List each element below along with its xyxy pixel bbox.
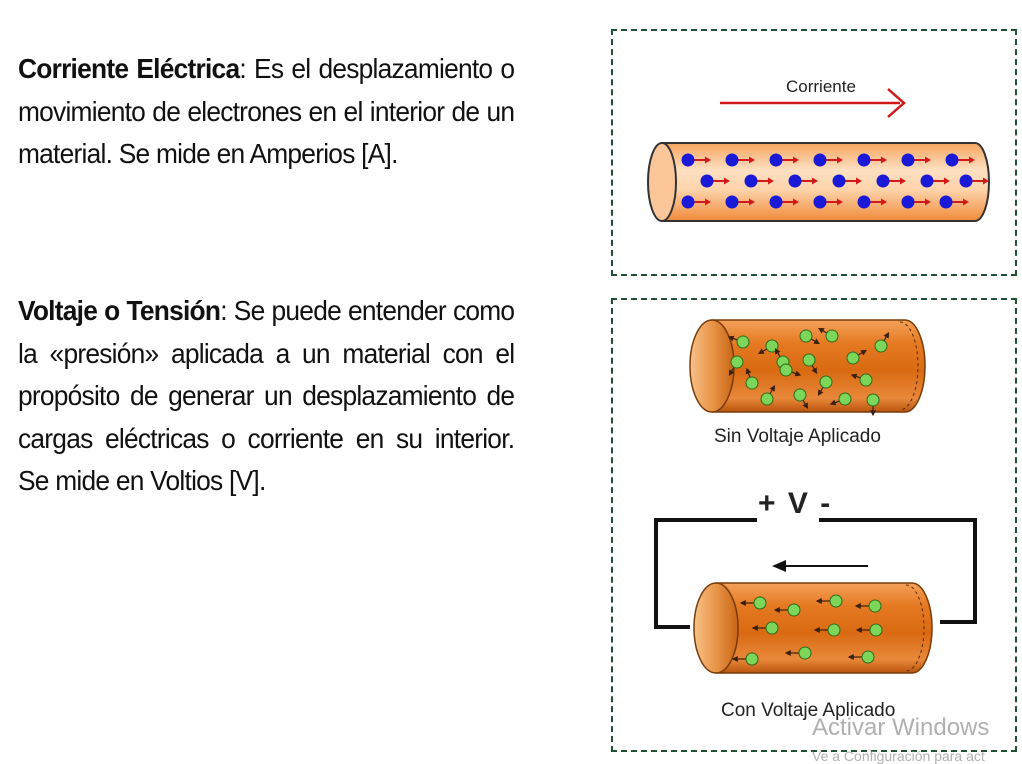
electron (857, 195, 887, 209)
electron (876, 174, 906, 188)
electron (920, 174, 950, 188)
directed-electrons (731, 594, 883, 666)
electron (681, 195, 711, 209)
electron (760, 384, 776, 406)
electron (739, 596, 767, 610)
electron (901, 153, 931, 167)
electron (745, 367, 759, 390)
random-electrons (727, 327, 890, 417)
electron (725, 153, 755, 167)
electron (751, 621, 779, 635)
electron (829, 392, 852, 406)
electron (850, 373, 873, 387)
electron (846, 349, 868, 365)
electron (744, 174, 774, 188)
electron (728, 355, 744, 377)
electron (784, 646, 812, 660)
voltage-source-label: + V - (758, 487, 833, 520)
electron (857, 153, 887, 167)
voltage-diagram-panel (611, 298, 1017, 752)
electron (788, 174, 818, 188)
electron (959, 174, 989, 188)
electron-flow-arrow (772, 560, 868, 572)
electron (725, 195, 755, 209)
electron (813, 153, 843, 167)
activate-windows-subtext: Ve a Configuración para act (812, 748, 985, 764)
current-term: Corriente Eléctrica (18, 53, 240, 84)
electron (854, 599, 882, 613)
electron (832, 174, 862, 188)
electron (769, 153, 799, 167)
current-arrow-label: Corriente (786, 77, 856, 96)
voltage-term: Voltaje o Tensión (18, 295, 221, 326)
electron (802, 353, 818, 375)
electron (813, 195, 843, 209)
conductor-with-voltage (693, 582, 933, 674)
electron (727, 335, 750, 349)
electron (681, 153, 711, 167)
electron (773, 603, 801, 617)
electron (939, 195, 969, 209)
electron (874, 331, 890, 353)
electron (700, 174, 730, 188)
current-diagram-panel (611, 29, 1017, 276)
with-voltage-caption: Con Voltaje Aplicado (721, 700, 896, 721)
voltage-definition-text: : Se puede entender como la «presión» ap… (18, 295, 515, 496)
electron (731, 652, 759, 666)
electron (847, 650, 875, 664)
electron (817, 327, 839, 343)
electron (901, 195, 931, 209)
current-direction-arrow (720, 88, 906, 118)
blue-electrons (681, 153, 989, 209)
electron (799, 329, 821, 345)
electron (793, 388, 809, 410)
electron (813, 623, 841, 637)
electron (769, 195, 799, 209)
no-voltage-caption: Sin Voltaje Aplicado (714, 426, 881, 447)
current-definition-paragraph: Corriente Eléctrica: Es el desplazamient… (18, 48, 515, 176)
electron (817, 375, 833, 397)
activate-windows-watermark: Activar Windows (812, 714, 990, 741)
circuit-wire (654, 518, 977, 629)
conductor-no-voltage (689, 319, 926, 413)
electron (815, 594, 843, 608)
electron (855, 623, 883, 637)
current-definition-text: : Es el desplazamiento o movimiento de e… (18, 53, 515, 169)
voltage-definition-paragraph: Voltaje o Tensión: Se puede entender com… (18, 290, 515, 503)
electron (945, 153, 975, 167)
electron (779, 363, 802, 377)
electron (866, 393, 880, 417)
